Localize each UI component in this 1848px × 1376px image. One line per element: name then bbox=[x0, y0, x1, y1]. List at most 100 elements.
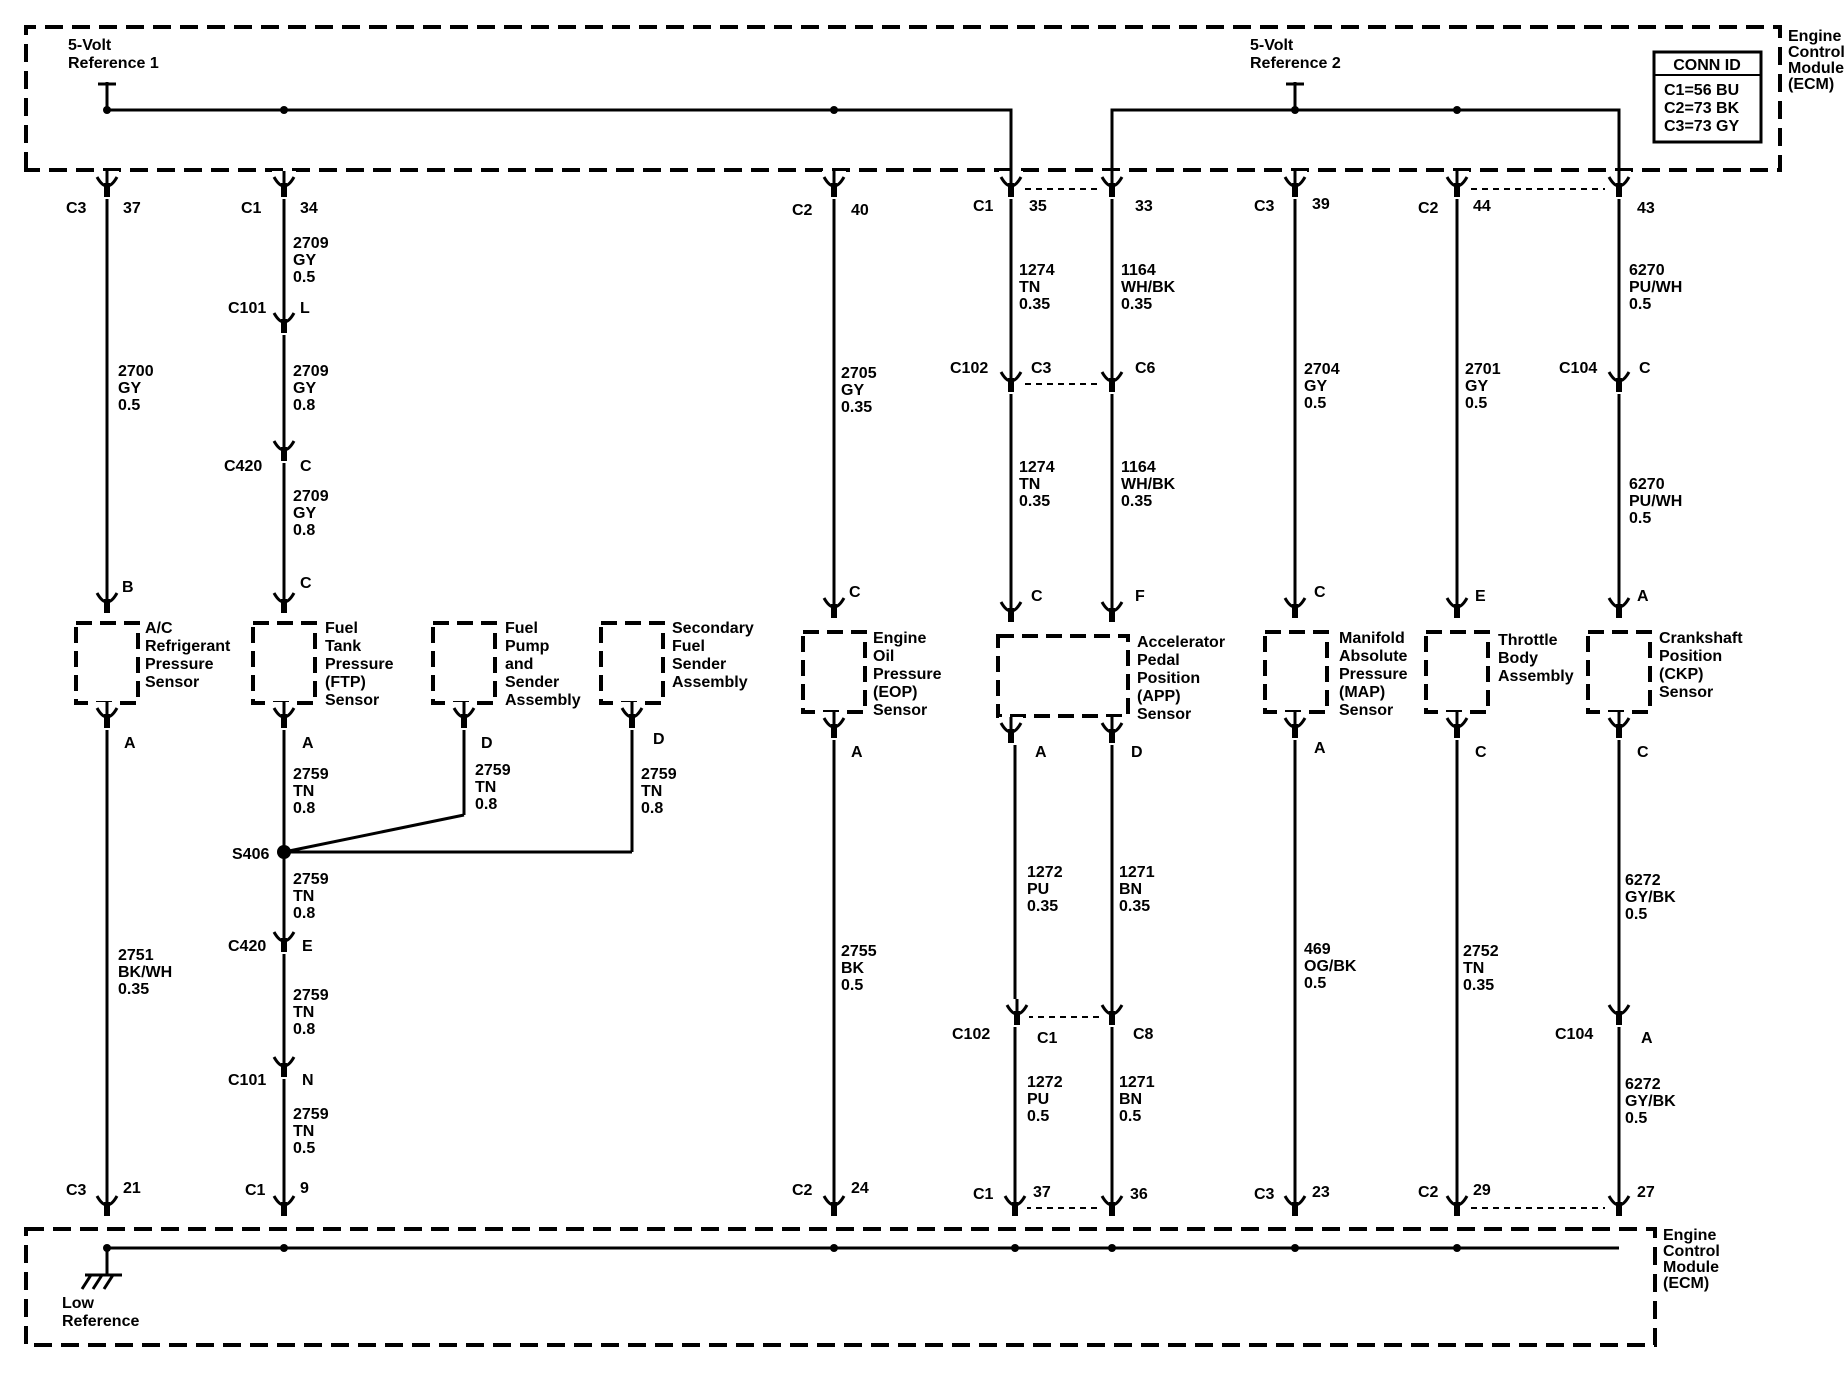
sensor-pin: B bbox=[122, 579, 134, 596]
connector-icon bbox=[822, 171, 846, 199]
ground-icon bbox=[80, 1248, 122, 1290]
pin-connector-label: C3 bbox=[66, 1182, 87, 1199]
connector-icon bbox=[1445, 1190, 1469, 1218]
low-reference-label: Low Reference bbox=[62, 1295, 139, 1330]
connector-icon bbox=[272, 1190, 296, 1218]
connector-icon bbox=[272, 587, 296, 615]
inline-connector-pin: C bbox=[300, 458, 312, 475]
inline-connector-pin: C1 bbox=[1037, 1030, 1058, 1047]
sensor-pin: A bbox=[1314, 740, 1326, 757]
sensor-pin: D bbox=[481, 735, 493, 752]
pin-connector-label: C1 bbox=[245, 1182, 266, 1199]
conn-id-line: C1=56 BU bbox=[1664, 82, 1739, 99]
connector-icon bbox=[1100, 717, 1124, 745]
inline-connector-pin: C8 bbox=[1133, 1026, 1154, 1043]
pin-connector-label: C2 bbox=[792, 1182, 813, 1199]
pin-number-label: 29 bbox=[1473, 1182, 1491, 1199]
pin-number-label: 21 bbox=[123, 1180, 141, 1197]
inline-connector-name: C104 bbox=[1559, 360, 1597, 377]
throttle-body-label: Throttle Body Assembly bbox=[1498, 632, 1574, 685]
connector-icon bbox=[999, 366, 1023, 394]
pin-number-label: 24 bbox=[851, 1180, 869, 1197]
inline-connector-name: C101 bbox=[228, 300, 266, 317]
connector-icon bbox=[999, 717, 1023, 745]
connector-icon bbox=[1607, 366, 1631, 394]
pin-connector-label: C3 bbox=[1254, 1186, 1275, 1203]
connector-icon bbox=[999, 596, 1023, 624]
sensor-pin: A bbox=[1035, 744, 1047, 761]
inline-connector-labels: C101 L C420 C C420 E C101 N C102 C3 C6 C… bbox=[224, 300, 1653, 1089]
pin-connector-label: C2 bbox=[792, 202, 813, 219]
ckp-sensor-label: Crankshaft Position (CKP) Sensor bbox=[1659, 630, 1747, 701]
connector-icon bbox=[1607, 592, 1631, 620]
ecm-bottom-label: Engine Control Module (ECM) bbox=[1663, 1227, 1724, 1292]
conn-id-line: C2=73 BK bbox=[1664, 100, 1740, 117]
pin-number-label: 43 bbox=[1637, 200, 1655, 217]
sensor-pin: A bbox=[1637, 588, 1649, 605]
reference-1-bus bbox=[107, 108, 1013, 176]
connector-icon bbox=[95, 171, 119, 199]
pin-connector-label: C1 bbox=[241, 200, 262, 217]
map-sensor-label: Manifold Absolute Pressure (MAP) Sensor bbox=[1339, 630, 1412, 719]
connector-icon bbox=[1283, 592, 1307, 620]
ac-sensor-label: A/C Refrigerant Pressure Sensor bbox=[145, 620, 235, 691]
ecm-top-boundary bbox=[24, 25, 1782, 172]
connector-icon bbox=[1445, 171, 1469, 199]
connector-icon bbox=[95, 1190, 119, 1218]
connector-icon bbox=[822, 1190, 846, 1218]
sensor-pin-labels: B A C A D D C A C F A D C A E C A C bbox=[122, 575, 1649, 761]
sensor-pin: C bbox=[300, 575, 312, 592]
connector-icon bbox=[272, 171, 296, 199]
pin-number-label: 23 bbox=[1312, 1184, 1330, 1201]
connector-icon bbox=[822, 592, 846, 620]
inline-connector-pin: E bbox=[302, 938, 313, 955]
connector-icon bbox=[272, 1051, 296, 1079]
sensor-pin: A bbox=[124, 735, 136, 752]
pin-number-label: 34 bbox=[300, 200, 318, 217]
ac-refrigerant-pressure-sensor bbox=[74, 621, 140, 705]
fuel-pump-label: Fuel Pump and Sender Assembly bbox=[505, 620, 581, 709]
connector-icon bbox=[272, 435, 296, 463]
ftp-sensor-label: Fuel Tank Pressure (FTP) Sensor bbox=[325, 620, 398, 709]
connector-icon bbox=[999, 171, 1023, 199]
sensor-pin: E bbox=[1475, 588, 1486, 605]
ftp-sensor bbox=[251, 621, 317, 705]
connector-icon bbox=[1100, 366, 1124, 394]
sensor-pin: D bbox=[1131, 744, 1143, 761]
throttle-body-assembly bbox=[1424, 630, 1490, 714]
app-sensor-label: Accelerator Pedal Position (APP) Sensor bbox=[1137, 634, 1230, 723]
sensor-pin: D bbox=[653, 731, 665, 748]
connector-icon bbox=[1283, 1190, 1307, 1218]
connector-icon bbox=[1100, 596, 1124, 624]
secondary-fuel-sender-assembly bbox=[599, 621, 665, 705]
connector-icon bbox=[1100, 1190, 1124, 1218]
connector-icon bbox=[1607, 1190, 1631, 1218]
connector-icon bbox=[620, 702, 644, 730]
connector-icon bbox=[1005, 999, 1029, 1027]
pin-connector-label: C3 bbox=[1254, 198, 1275, 215]
reference-2-label: 5-Volt Reference 2 bbox=[1250, 37, 1341, 72]
connector-icon bbox=[1100, 999, 1124, 1027]
connector-icon bbox=[272, 702, 296, 730]
connector-icon bbox=[95, 587, 119, 615]
connector-symbols bbox=[95, 171, 1631, 1218]
pin-connector-label: C2 bbox=[1418, 200, 1439, 217]
